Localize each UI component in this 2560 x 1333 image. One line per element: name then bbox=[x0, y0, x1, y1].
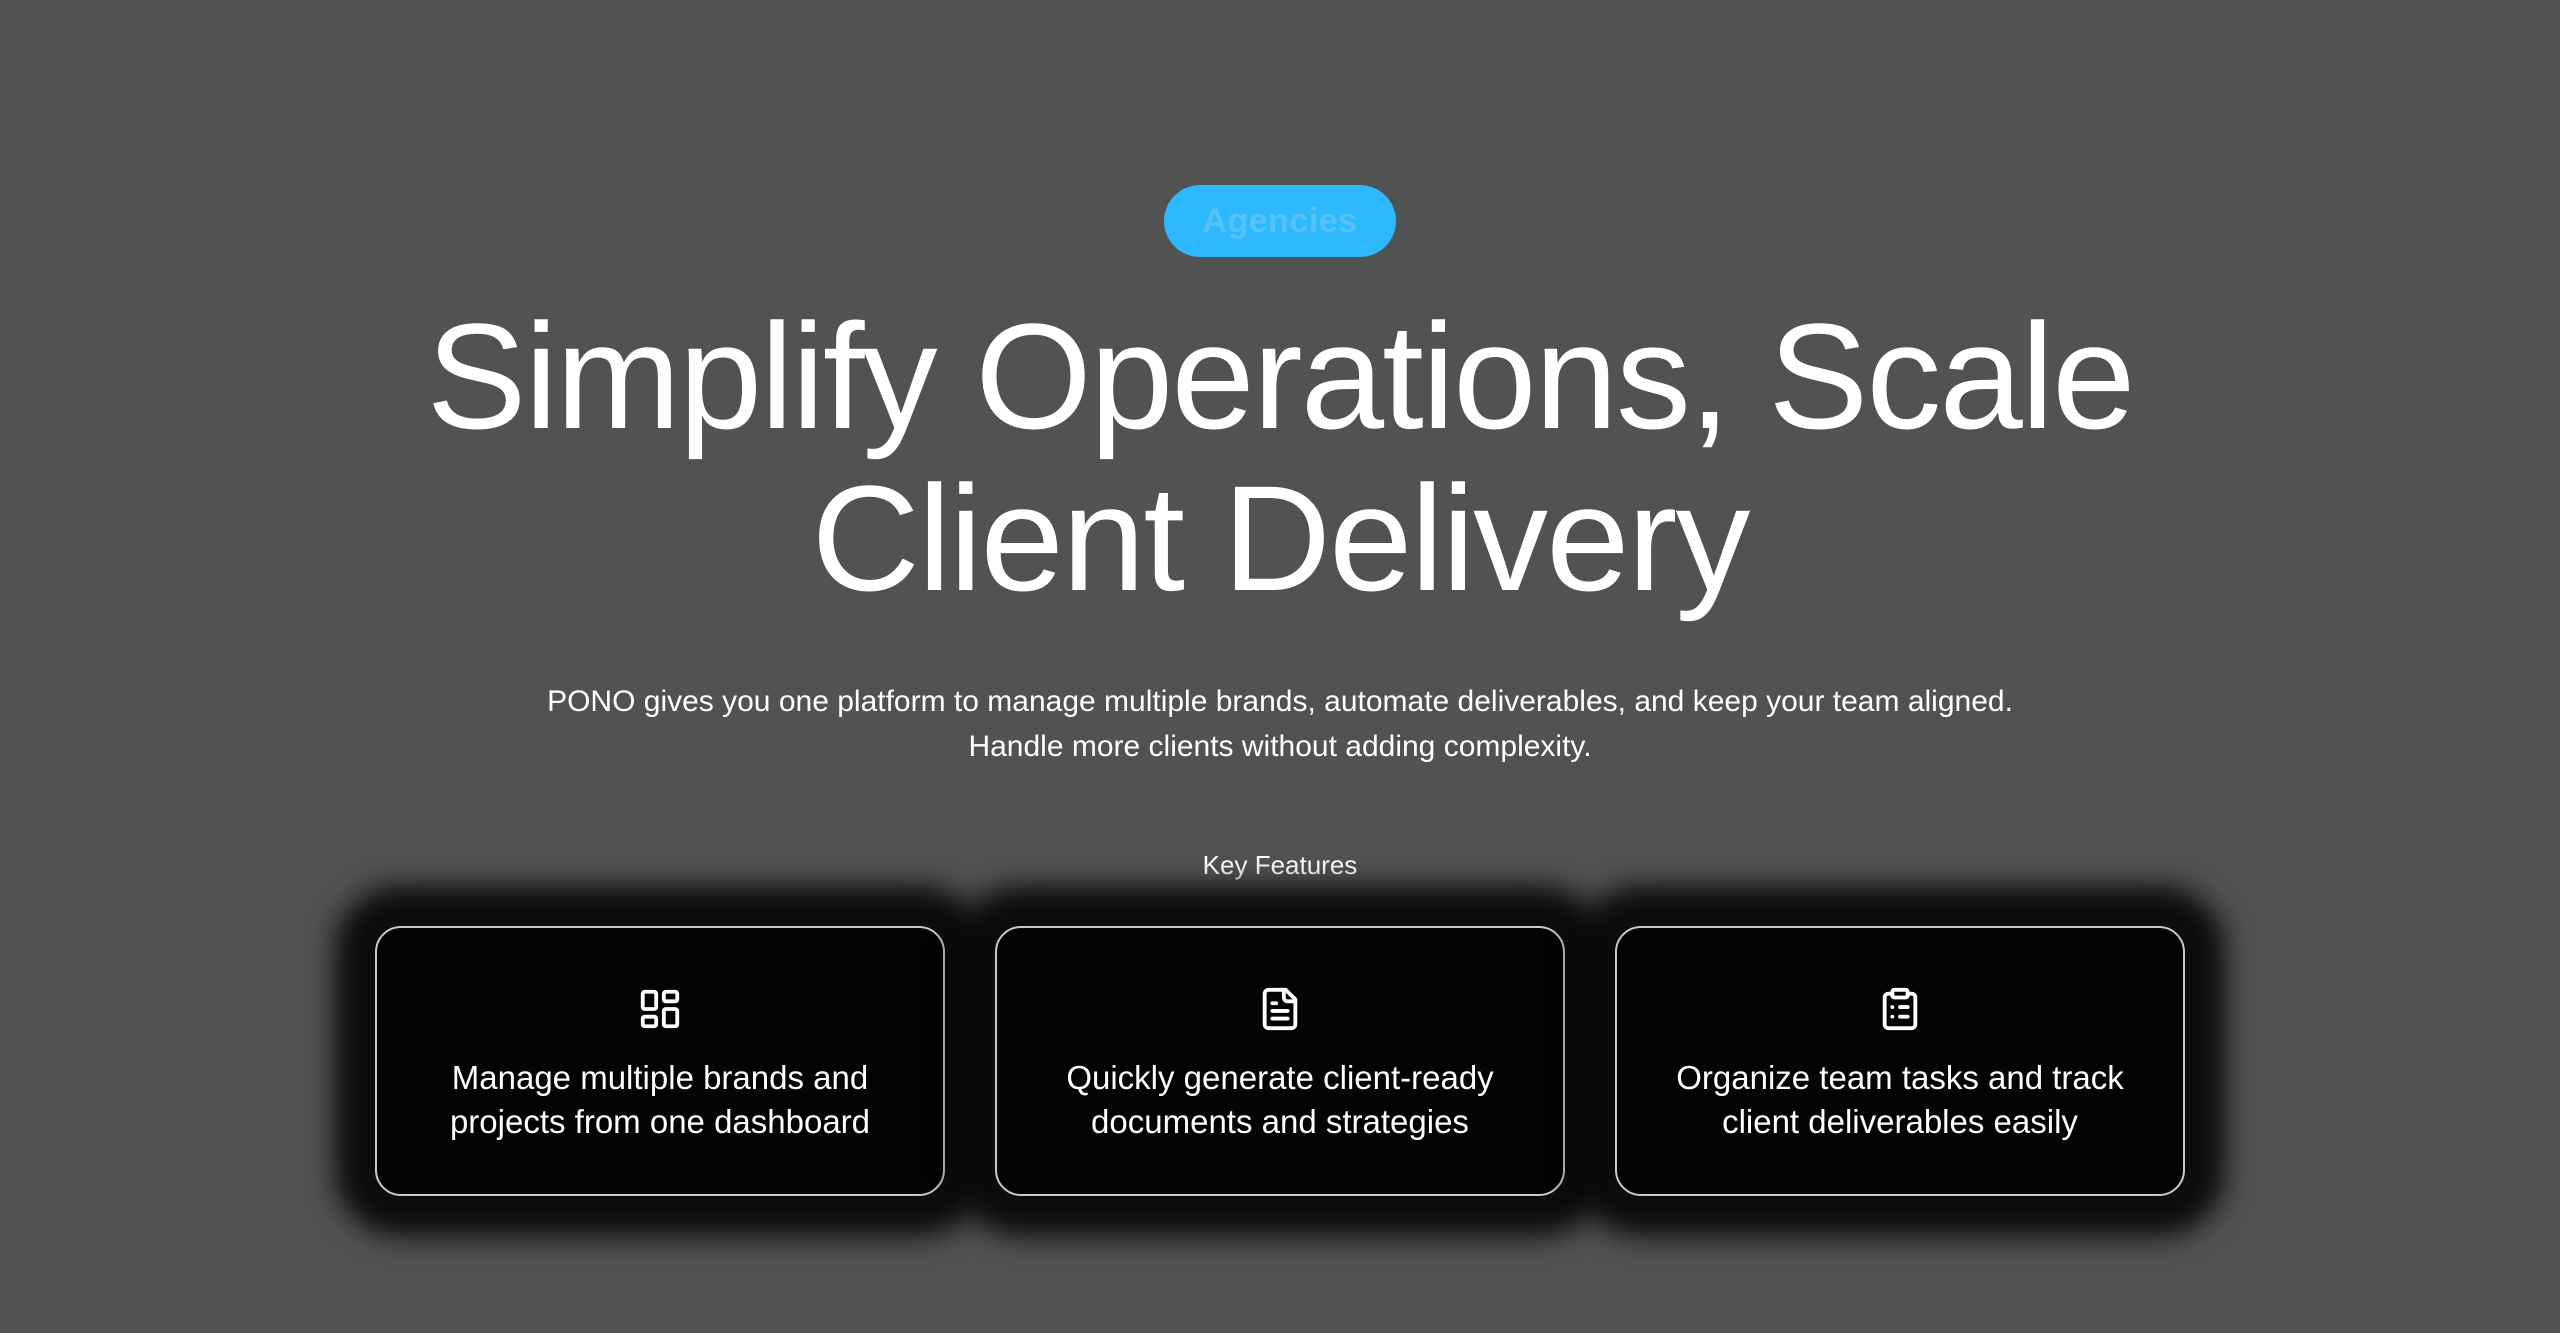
hero-subtitle: PONO gives you one platform to manage mu… bbox=[547, 679, 2013, 769]
feature-cards-row: Manage multiple brands and projects from… bbox=[375, 926, 2185, 1196]
clipboard-list-icon bbox=[1877, 986, 1923, 1032]
feature-card-documents: Quickly generate client-ready documents … bbox=[995, 926, 1565, 1196]
key-features-heading: Key Features bbox=[1202, 850, 1358, 880]
agencies-badge: Agencies bbox=[1164, 185, 1396, 257]
agencies-badge-label: Agencies bbox=[1202, 201, 1358, 240]
file-text-icon bbox=[1257, 986, 1303, 1032]
page-title-line2: Client Delivery bbox=[811, 454, 1751, 622]
feature-card-text: Quickly generate client-ready documents … bbox=[1066, 1059, 1494, 1140]
layout-dashboard-icon bbox=[637, 986, 683, 1032]
feature-card-dashboard: Manage multiple brands and projects from… bbox=[375, 926, 945, 1196]
hero-subtitle-line2: Handle more clients without adding compl… bbox=[968, 730, 1592, 763]
feature-card-text: Manage multiple brands and projects from… bbox=[449, 1059, 871, 1140]
hero-subtitle-line1: PONO gives you one platform to manage mu… bbox=[547, 685, 2013, 718]
page-title-line1: Simplify Operations, Scale bbox=[426, 292, 2135, 460]
feature-card-text: Organize team tasks and track client del… bbox=[1676, 1059, 2124, 1140]
feature-card-tasks: Organize team tasks and track client del… bbox=[1615, 926, 2185, 1196]
